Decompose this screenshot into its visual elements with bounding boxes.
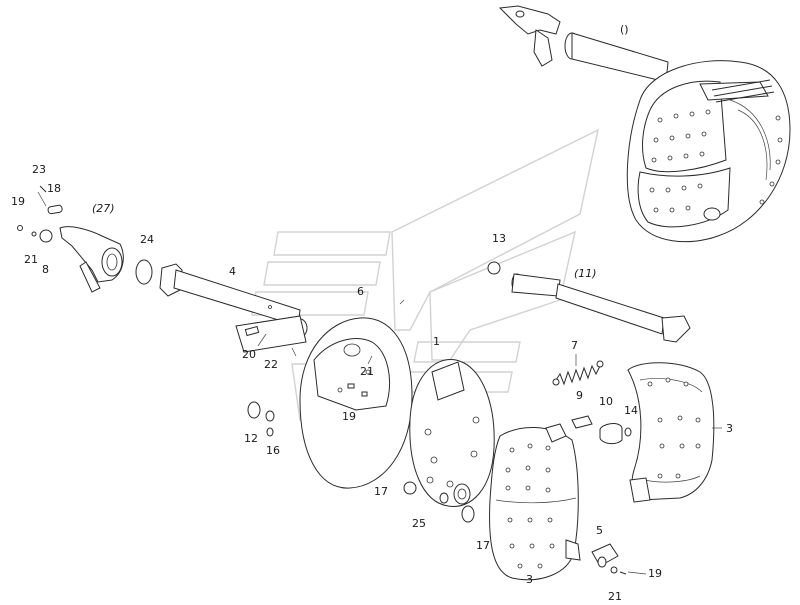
callout-label: 13 (492, 232, 506, 245)
return-spring-and-pins (552, 360, 632, 445)
callout-label: 18 (47, 182, 61, 195)
callout-label: 9 (576, 389, 583, 402)
callout-label: 23 (32, 163, 46, 176)
brake-shoe-front (489, 423, 581, 581)
callout-label: 20 (242, 348, 256, 361)
leader-lines (37, 191, 722, 575)
slack-adjuster-left (17, 185, 153, 293)
callout-label: 17 (374, 485, 388, 498)
callout-label: 12 (244, 432, 258, 445)
backing-plate-center (299, 317, 413, 489)
callout-label: 3 (526, 573, 533, 586)
small-parts-center (247, 305, 368, 437)
brake-shoe-right (627, 362, 715, 503)
camshaft-center (487, 261, 691, 343)
callout-label: 7 (571, 339, 578, 352)
anchor-pin-lower (591, 543, 627, 575)
callout-label: 8 (42, 263, 49, 276)
callout-label: 4 (229, 265, 236, 278)
callout-label: 14 (624, 404, 638, 417)
callout-label: 6 (357, 285, 364, 298)
callout-label: 1 (433, 335, 440, 348)
callout-label: 24 (140, 233, 154, 246)
watermark-logo (251, 128, 599, 421)
brake-drum-top (626, 60, 791, 243)
shaft-left (159, 263, 308, 353)
callout-label: 21 (24, 253, 38, 266)
callout-label: 19 (11, 195, 25, 208)
brake-spider (403, 359, 495, 523)
callout-label: 5 (596, 524, 603, 537)
callout-label: 21 (360, 365, 374, 378)
callout-label: () (620, 23, 629, 36)
callout-label: (27) (92, 202, 115, 215)
callout-label: 25 (412, 517, 426, 530)
camshaft-assembly-top (498, 5, 669, 83)
callout-label: 10 (599, 395, 613, 408)
callout-label: 16 (266, 444, 280, 457)
callout-label: (11) (574, 267, 597, 280)
callout-label: 21 (608, 590, 622, 603)
callout-label: 3 (726, 422, 733, 435)
callout-label: 22 (264, 358, 278, 371)
callout-label: 19 (648, 567, 662, 580)
callout-label: 17 (476, 539, 490, 552)
callout-label: 19 (342, 410, 356, 423)
